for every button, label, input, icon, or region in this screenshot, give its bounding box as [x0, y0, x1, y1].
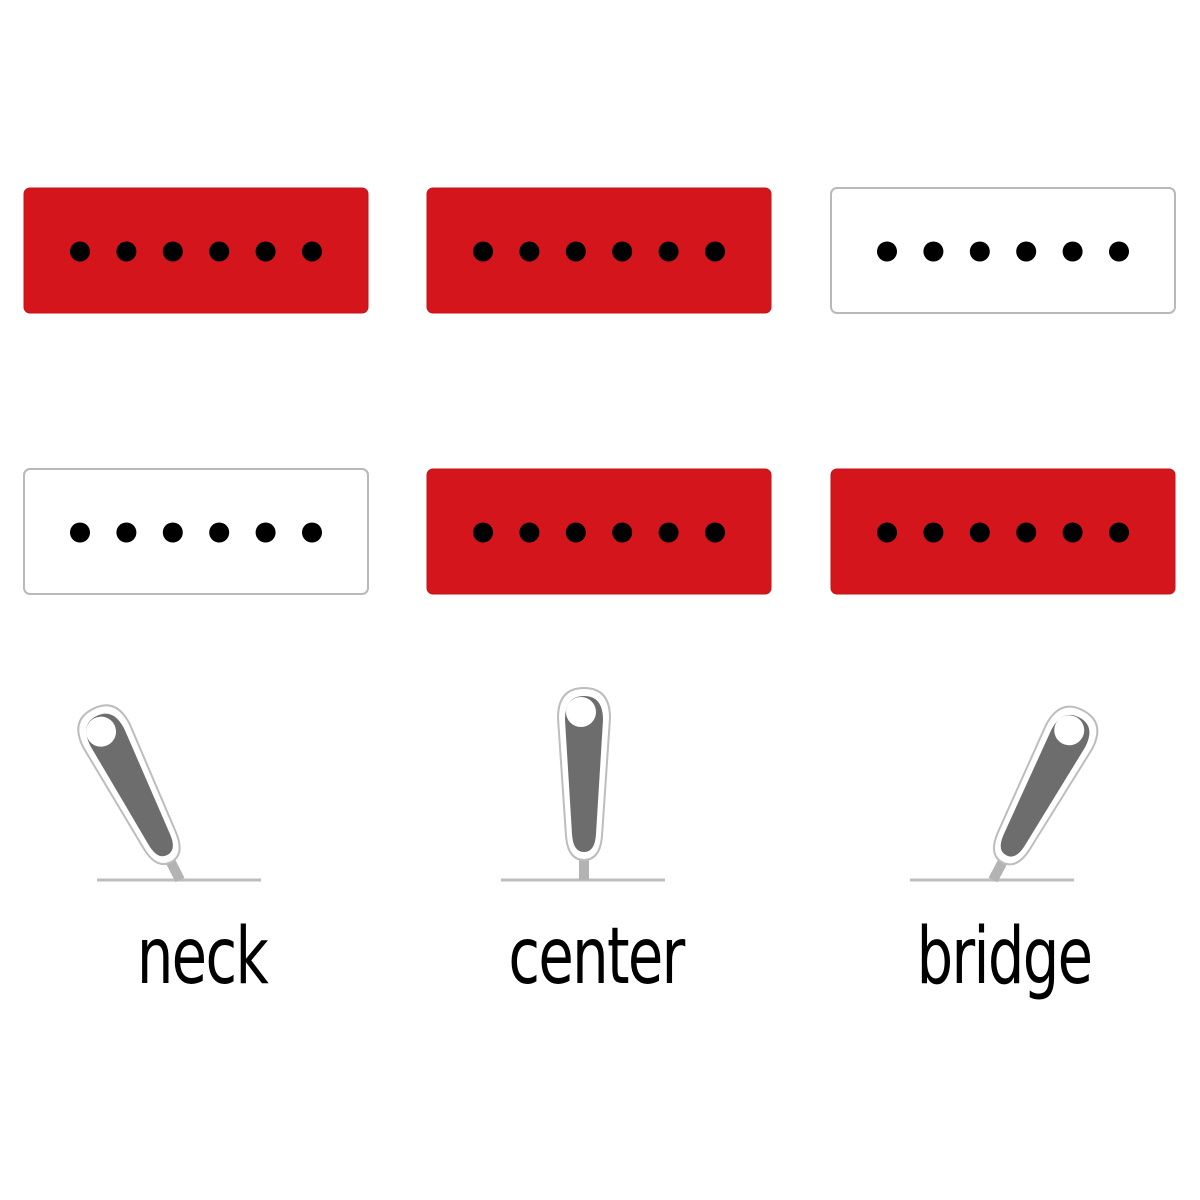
pole-piece — [302, 241, 322, 262]
switch-lever — [988, 705, 1099, 883]
pole-piece — [1109, 522, 1129, 543]
pickup-bridge-bottom-active — [830, 468, 1176, 595]
pickup-center-top-active — [426, 187, 772, 314]
pole-piece — [969, 241, 990, 262]
position-label-neck: neck — [136, 912, 269, 1002]
pole-piece — [70, 522, 90, 543]
switch-lever-body — [1000, 714, 1090, 857]
position-label-center: center — [508, 912, 685, 1002]
pole-piece — [658, 241, 679, 262]
switch-lever — [556, 686, 612, 880]
pole-piece — [255, 241, 276, 262]
switch-lever-body — [86, 713, 173, 857]
pole-piece — [877, 241, 897, 262]
pole-piece — [969, 522, 990, 543]
pole-piece — [1016, 522, 1037, 543]
pole-piece — [116, 522, 137, 543]
toggle-switch-lever-left — [77, 704, 261, 883]
pole-piece — [116, 241, 137, 262]
switch-lever-tip — [86, 716, 117, 747]
pickup-bridge-top-inactive — [830, 187, 1176, 314]
pole-piece — [473, 241, 493, 262]
pole-piece — [209, 522, 230, 543]
pole-piece — [209, 241, 230, 262]
pole-piece — [877, 522, 897, 543]
pole-piece — [1062, 241, 1083, 262]
pickup-body — [23, 468, 369, 595]
pole-piece — [612, 241, 633, 262]
pickup-neck-top-active — [23, 187, 369, 314]
pickups-layer — [23, 187, 1176, 595]
pole-piece — [302, 522, 322, 543]
switch-lever-body — [565, 696, 603, 852]
pole-piece — [565, 522, 586, 543]
pole-piece — [612, 522, 633, 543]
pole-piece — [1016, 241, 1037, 262]
switch-lever-tip — [566, 697, 596, 727]
pole-piece — [565, 241, 586, 262]
switch-stem — [579, 852, 589, 880]
pickup-neck-bottom-inactive — [23, 468, 369, 595]
switch-lever — [77, 704, 185, 883]
switches-layer — [77, 686, 1099, 883]
pole-piece — [519, 522, 540, 543]
pickup-body — [830, 187, 1176, 314]
pole-piece — [473, 522, 493, 543]
pole-piece — [162, 522, 183, 543]
switch-lever-tip — [1054, 715, 1085, 746]
pole-piece — [70, 241, 90, 262]
pole-piece — [658, 522, 679, 543]
pole-piece — [705, 241, 725, 262]
position-label-bridge: bridge — [916, 912, 1093, 1002]
pole-piece — [1062, 522, 1083, 543]
pickup-center-bottom-active — [426, 468, 772, 595]
pole-piece — [1109, 241, 1129, 262]
pole-piece — [255, 522, 276, 543]
pole-piece — [923, 241, 944, 262]
toggle-switch-lever-right — [910, 705, 1099, 883]
pickup-body — [830, 468, 1176, 595]
pole-piece — [923, 522, 944, 543]
pole-piece — [519, 241, 540, 262]
pickup-body — [426, 468, 772, 595]
pole-piece — [162, 241, 183, 262]
toggle-switch-lever-up — [501, 686, 665, 882]
pole-piece — [705, 522, 725, 543]
pickup-body — [23, 187, 369, 314]
pickup-body — [426, 187, 772, 314]
